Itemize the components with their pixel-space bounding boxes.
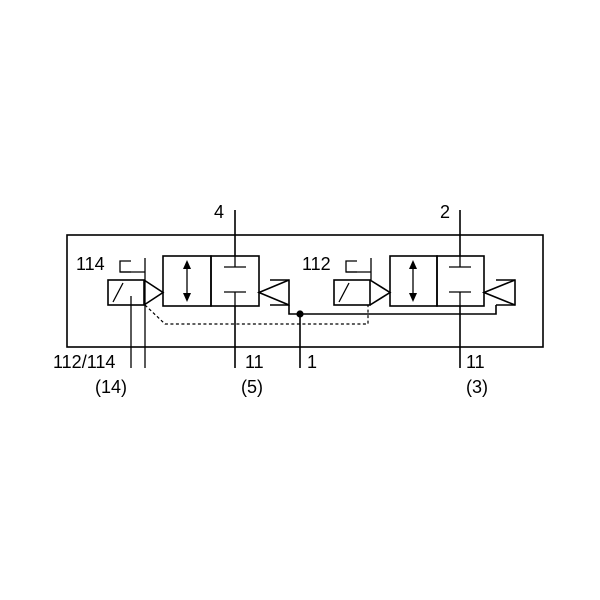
arrow-head-up-icon xyxy=(409,260,417,269)
solenoid-coil-mark xyxy=(112,282,124,303)
pilot-triangle-icon xyxy=(143,279,165,306)
return-pilot-box xyxy=(496,279,516,306)
solenoid-icon xyxy=(333,279,371,306)
left-valve xyxy=(107,210,290,368)
supply-junction-dot xyxy=(296,310,304,318)
return-pilot-icon xyxy=(256,279,290,306)
label-port-112-114: 112/114 xyxy=(53,352,115,372)
internal-pilot-dashed-line xyxy=(144,304,369,325)
arrow-head-up-icon xyxy=(183,260,191,269)
pilot-triangle-icon xyxy=(369,279,392,306)
label-exhaust-11-left: 11 xyxy=(245,352,264,372)
manual-override-icon xyxy=(345,260,357,273)
label-exhaust-11-right: 11 xyxy=(466,352,485,372)
label-supply-1: 1 xyxy=(307,352,317,372)
label-port-5: (5) xyxy=(241,377,263,397)
arrow-head-down-icon xyxy=(409,293,417,302)
label-port-3: (3) xyxy=(466,377,488,397)
arrow-head-down-icon xyxy=(183,293,191,302)
label-port-14: (14) xyxy=(95,377,127,397)
label-port-4: 4 xyxy=(214,202,224,222)
label-pilot-114: 114 xyxy=(76,254,105,274)
return-pilot-box xyxy=(270,279,290,306)
valve-housing xyxy=(66,234,544,348)
right-valve xyxy=(333,210,516,368)
supply-line xyxy=(288,305,497,315)
solenoid-coil-mark xyxy=(338,282,350,303)
return-pilot-icon xyxy=(481,279,516,306)
label-port-2: 2 xyxy=(440,202,450,222)
label-pilot-112: 112 xyxy=(302,254,331,274)
solenoid-icon xyxy=(107,279,145,306)
manual-override-icon xyxy=(119,260,131,273)
